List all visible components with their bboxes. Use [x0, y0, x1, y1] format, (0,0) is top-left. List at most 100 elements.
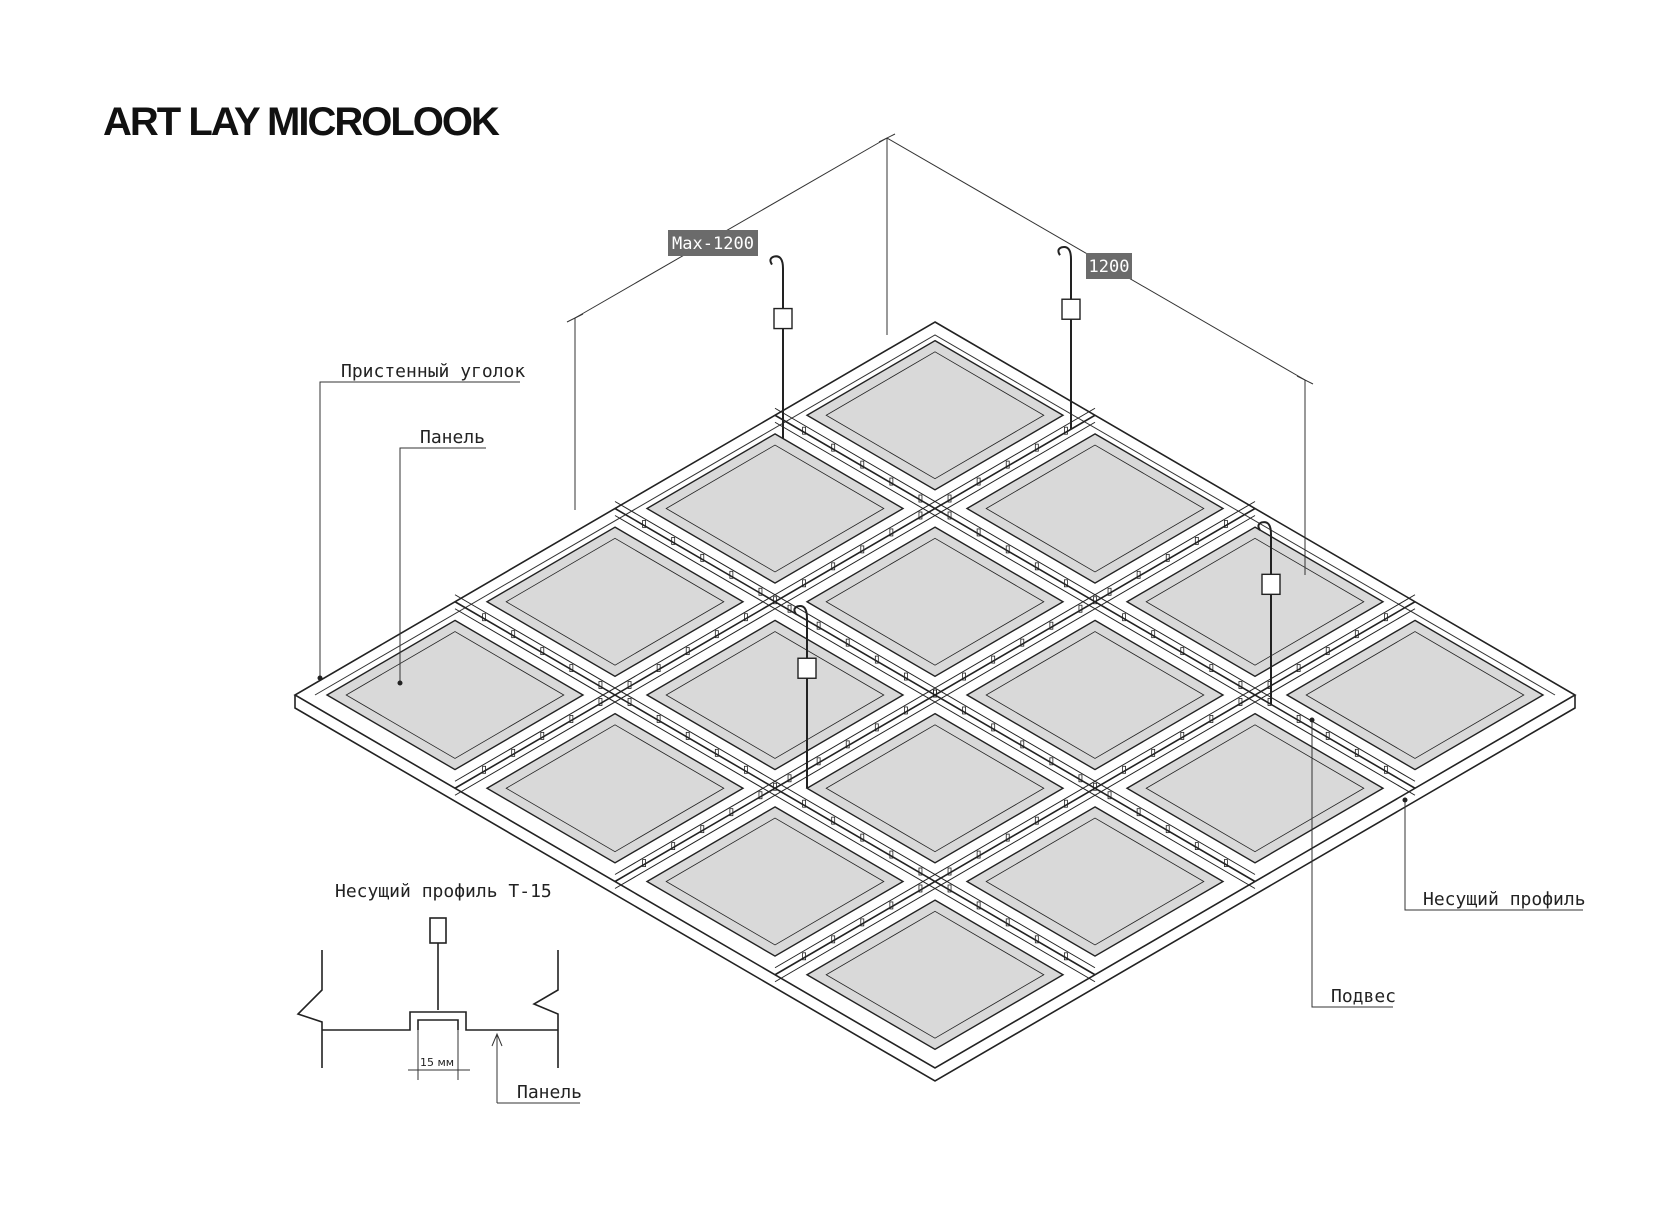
ceiling-panel	[1125, 526, 1385, 678]
ceiling-panel	[485, 712, 745, 864]
profile-slot	[918, 867, 923, 876]
profile-slot	[1151, 630, 1156, 639]
profile-slot	[831, 816, 836, 825]
profile-slot	[1005, 545, 1010, 554]
profile-slot	[831, 443, 836, 452]
profile-slot	[714, 630, 719, 639]
ceiling-frame	[293, 321, 1577, 1082]
profile-slot	[1296, 664, 1301, 672]
profile-slot	[1064, 579, 1068, 588]
panel-inner-edge	[1145, 724, 1365, 853]
profile-slot	[845, 638, 850, 647]
profile-slot	[947, 867, 952, 876]
main-profile	[454, 594, 1096, 983]
profile-slot	[918, 511, 923, 520]
profile-slot	[540, 647, 545, 656]
profile-slot	[540, 731, 545, 740]
callout-main-profile: Несущий профиль	[1402, 797, 1586, 911]
profile-slot	[744, 765, 748, 774]
panel-inner-edge	[665, 444, 885, 573]
profile-slot	[1020, 740, 1025, 749]
profile-slot	[1020, 638, 1025, 647]
hangers	[769, 245, 1281, 789]
profile-slot	[1034, 562, 1039, 571]
label-main-profile: Несущий профиль	[1423, 889, 1586, 910]
profile-slot	[1005, 918, 1010, 927]
ceiling-panel	[805, 526, 1065, 678]
profile-slot	[1122, 613, 1126, 622]
profile-slot	[1224, 859, 1228, 867]
panel-inner-edge	[505, 724, 725, 853]
profile-slot	[991, 655, 996, 664]
panel-inner-edge	[985, 444, 1205, 573]
profile-slot	[1384, 765, 1388, 774]
dimension-span-label: 1200	[1089, 257, 1130, 277]
profile-slot	[656, 664, 661, 672]
profile-slot	[962, 706, 966, 715]
profile-slot	[714, 748, 719, 757]
profile-slot	[598, 698, 603, 706]
main-profiles	[454, 407, 1416, 983]
ceiling-panel	[805, 899, 1065, 1051]
profile-slot	[976, 528, 981, 537]
panel-grid	[325, 339, 1545, 1051]
profile-slot	[1209, 664, 1214, 672]
profile-slot	[816, 621, 821, 630]
profile-slot	[831, 562, 836, 571]
profile-slot	[1209, 715, 1214, 723]
profile-slot	[627, 698, 632, 706]
profile-slot	[482, 613, 486, 622]
hanger-rod	[793, 605, 817, 789]
profile-slot	[904, 672, 908, 681]
profile-slot	[1034, 443, 1039, 452]
profile-slot	[1180, 731, 1185, 740]
ceiling-panel	[645, 806, 905, 957]
profile-slot	[482, 765, 486, 774]
profile-slot	[758, 587, 763, 596]
ceiling-panel	[645, 619, 905, 771]
profile-slot	[831, 935, 836, 944]
profile-slot	[1136, 808, 1141, 817]
profile-slot	[991, 723, 996, 732]
panel-inner-edge	[505, 537, 725, 666]
panel-inner-edge	[825, 724, 1045, 853]
label-detail-panel: Панель	[517, 1082, 582, 1103]
label-panel: Панель	[420, 427, 485, 448]
profile-slot	[511, 748, 516, 757]
profile-slot	[1064, 799, 1068, 808]
label-wall-angle: Пристенный уголок	[341, 361, 525, 382]
profile-slot	[860, 918, 865, 927]
profile-slot	[1078, 774, 1083, 783]
profile-slot	[787, 604, 792, 613]
profile-slot	[1325, 731, 1330, 740]
ceiling-panel	[1125, 712, 1385, 864]
profile-slot	[1093, 596, 1097, 605]
main-profile	[774, 407, 1416, 796]
ceiling-panel	[965, 806, 1225, 957]
profile-slot	[1107, 791, 1112, 800]
profile-slot	[1034, 935, 1039, 944]
profile-slot	[1296, 715, 1301, 723]
profile-slot	[874, 723, 879, 732]
profile-slot	[685, 731, 690, 740]
profile-slot	[685, 647, 690, 656]
ceiling-panel	[325, 619, 585, 771]
profile-slot	[918, 494, 923, 503]
hanger-rod	[1057, 245, 1081, 430]
panel-inner-edge	[825, 910, 1045, 1039]
profile-slot	[976, 477, 981, 486]
profile-slot	[816, 757, 821, 766]
label-hanger: Подвес	[1331, 986, 1396, 1007]
label-profile-t15: Несущий профиль Т-15	[335, 881, 552, 902]
profile-slot	[889, 850, 894, 859]
profile-slot	[1136, 570, 1141, 579]
panel-inner-edge	[985, 817, 1205, 946]
profile-slot	[976, 901, 981, 910]
callout-wall-angle: Пристенный уголок	[317, 361, 525, 681]
ceiling-panel	[805, 339, 1065, 491]
profile-slot	[1107, 587, 1112, 596]
profile-slot	[889, 477, 894, 486]
profile-slot	[1049, 621, 1054, 630]
profile-slot	[802, 579, 806, 588]
